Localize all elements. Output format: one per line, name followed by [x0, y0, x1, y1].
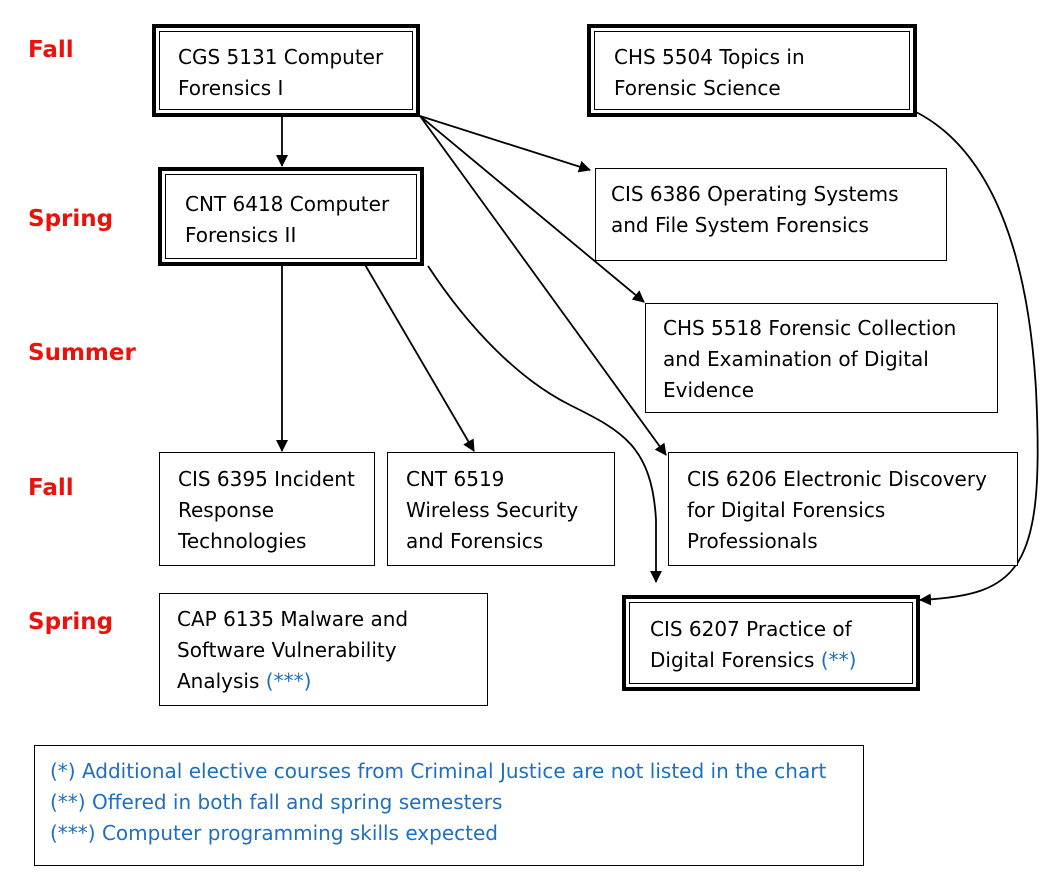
arrow-cgs5131-to-chs5518: [419, 115, 645, 303]
course-title-line: Wireless Security: [406, 498, 579, 522]
arrow-cgs5131-to-cis6386: [419, 115, 591, 173]
semester-label-summer: Summer: [28, 340, 136, 366]
course-title-line: CIS 6206 Electronic Discovery: [687, 467, 987, 491]
course-box-cgs5131: CGS 5131 Computer Forensics I: [152, 24, 420, 117]
course-box-chs5518: CHS 5518 Forensic Collection and Examina…: [645, 303, 998, 413]
footnote-line: (*) Additional elective courses from Cri…: [50, 759, 827, 783]
course-title-line: Forensics I: [178, 76, 284, 100]
course-title-text: Digital Forensics: [650, 648, 815, 672]
course-box-cnt6418: CNT 6418 Computer Forensics II: [158, 167, 424, 266]
semester-label-spring-2: Spring: [28, 609, 114, 635]
course-box-cap6135: CAP 6135 Malware and Software Vulnerabil…: [159, 593, 488, 706]
course-box-cis6206: CIS 6206 Electronic Discovery for Digita…: [668, 452, 1018, 566]
arrow-chs5504-to-cis6207: [915, 111, 1039, 606]
course-title-line: Evidence: [663, 378, 755, 402]
course-title-line: and File System Forensics: [611, 213, 869, 237]
arrow-cnt6418-to-cnt6519: [363, 262, 475, 452]
footnote-marker: (**): [820, 648, 857, 672]
course-title-line: Software Vulnerability: [177, 638, 397, 662]
course-title-line: Digital Forensics (**): [650, 645, 856, 676]
course-title-line: Analysis (***): [177, 666, 311, 697]
course-title-line: CGS 5131 Computer: [178, 45, 384, 69]
arrow-cnt6418-to-cis6207: [427, 265, 662, 583]
footnote-line: (***) Computer programming skills expect…: [50, 821, 498, 845]
course-title-line: Response: [178, 498, 275, 522]
course-title-line: CHS 5518 Forensic Collection: [663, 316, 957, 340]
course-title-text: Analysis: [177, 669, 260, 693]
course-title-line: CIS 6207 Practice of: [650, 617, 852, 641]
course-title-line: CAP 6135 Malware and: [177, 607, 409, 631]
course-title-line: Forensics II: [185, 223, 297, 247]
course-title-line: and Forensics: [406, 529, 544, 553]
course-title-line: CHS 5504 Topics in: [614, 45, 805, 69]
course-title-line: for Digital Forensics: [687, 498, 886, 522]
arrow-cgs5131-to-cis6206: [419, 115, 667, 456]
semester-label-spring-1: Spring: [28, 206, 114, 232]
footnote-marker: (***): [265, 669, 312, 693]
course-title-line: Professionals: [687, 529, 818, 553]
footnote-line: (**) Offered in both fall and spring sem…: [50, 790, 503, 814]
course-box-cis6386: CIS 6386 Operating Systems and File Syst…: [595, 168, 947, 261]
course-title-line: Technologies: [178, 529, 307, 553]
course-box-cis6395: CIS 6395 Incident Response Technologies: [159, 452, 375, 566]
course-box-chs5504: CHS 5504 Topics in Forensic Science: [587, 24, 917, 117]
course-title-line: Forensic Science: [614, 76, 781, 100]
course-title-line: CNT 6519: [406, 467, 505, 491]
course-box-cis6207: CIS 6207 Practice of Digital Forensics (…: [622, 595, 920, 691]
footnote-legend: (*) Additional elective courses from Cri…: [34, 745, 864, 866]
course-title-line: CNT 6418 Computer: [185, 192, 390, 216]
course-box-cnt6519: CNT 6519 Wireless Security and Forensics: [387, 452, 615, 566]
course-title-line: CIS 6386 Operating Systems: [611, 182, 899, 206]
course-title-line: CIS 6395 Incident: [178, 467, 355, 491]
semester-label-fall-2: Fall: [28, 475, 74, 501]
course-title-line: and Examination of Digital: [663, 347, 929, 371]
semester-label-fall-1: Fall: [28, 37, 74, 63]
